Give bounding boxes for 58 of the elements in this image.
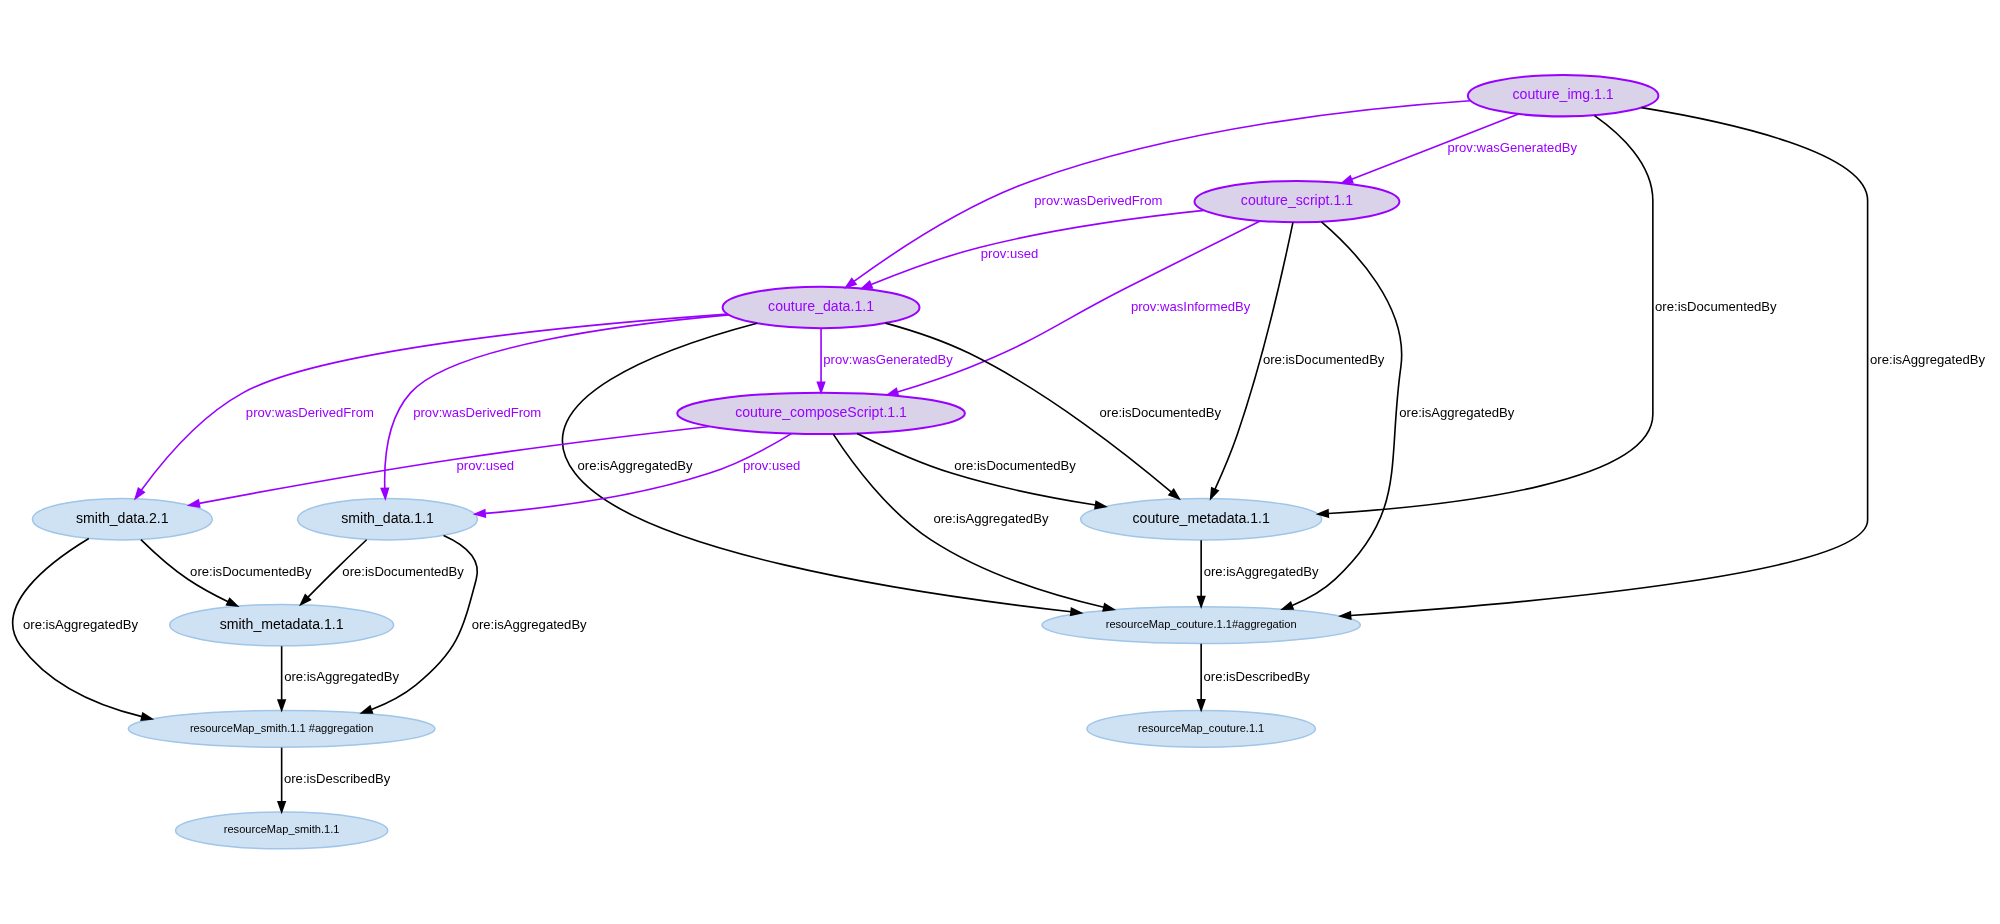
edge-label: ore:isDescribedBy — [1203, 669, 1310, 685]
edge-label: ore:isDocumentedBy — [1262, 351, 1385, 367]
edge-label: ore:isDocumentedBy — [1655, 298, 1777, 314]
edge-label: ore:isAggregatedBy — [933, 510, 1049, 526]
arrow — [856, 432, 1108, 510]
node-ellipse: resourceMap_smith.1.1 — [174, 811, 389, 850]
edge-label: ore:isDocumentedBy — [954, 457, 1076, 473]
edge-label: ore:isDescribedBy — [283, 771, 391, 787]
arrow — [11, 537, 155, 722]
arrow — [277, 746, 287, 815]
edge-label: prov:wasDerivedFrom — [1034, 193, 1163, 209]
edge-label: ore:isAggregatedBy — [23, 616, 139, 632]
edge-label: ore:isDocumentedBy — [1099, 404, 1222, 420]
arrow — [1196, 539, 1206, 609]
arrow — [885, 220, 1261, 397]
arrow — [884, 322, 1181, 501]
edge-label: ore:isAggregatedBy — [1203, 563, 1319, 579]
arrow — [1315, 114, 1654, 519]
arrow — [843, 100, 1472, 289]
edge-label: prov:used — [456, 457, 515, 473]
arrow — [1280, 221, 1403, 610]
node-ellipse: couture_script.1.1 — [1193, 179, 1401, 224]
edge-label: prov:wasGeneratedBy — [823, 351, 953, 367]
edge-label: prov:wasDerivedFrom — [413, 404, 542, 420]
edge-label: ore:isAggregatedBy — [1399, 404, 1515, 420]
arrow — [277, 645, 287, 713]
arrow — [1209, 221, 1294, 501]
node-ellipse: couture_data.1.1 — [721, 285, 921, 330]
edge-label: ore:isDocumentedBy — [342, 563, 464, 579]
edge-label: ore:isAggregatedBy — [471, 616, 587, 632]
edge-label: prov:used — [980, 245, 1039, 261]
arrow — [561, 322, 1084, 617]
node-ellipse: smith_data.1.1 — [296, 497, 479, 541]
edge-label: ore:isAggregatedBy — [284, 669, 400, 685]
arrow — [859, 209, 1205, 290]
edge-label: ore:isAggregatedBy — [577, 457, 693, 473]
node-ellipse: couture_img.1.1 — [1466, 74, 1660, 118]
arrow — [140, 538, 240, 608]
edge-label: prov:wasGeneratedBy — [1447, 140, 1577, 156]
arrow — [832, 433, 1117, 612]
arrow — [1338, 106, 1869, 621]
arrow — [359, 534, 478, 714]
edge-label: prov:used — [742, 457, 801, 473]
arrow — [186, 425, 711, 508]
arrow — [816, 327, 826, 395]
edge-label: ore:isAggregatedBy — [1870, 351, 1986, 367]
edge-label: prov:wasDerivedFrom — [245, 404, 374, 420]
arrow — [1339, 113, 1520, 184]
node-ellipse: couture_composeScript.1.1 — [676, 391, 966, 436]
edge-label: prov:wasInformedBy — [1130, 298, 1251, 314]
arrow — [299, 538, 368, 607]
arrow — [133, 313, 729, 501]
arrow — [1196, 643, 1206, 713]
arrow — [380, 314, 730, 501]
node-ellipse: resourceMap_couture.1.1 — [1086, 709, 1317, 748]
arrow — [472, 432, 793, 518]
node-ellipse: smith_metadata.1.1 — [168, 603, 395, 647]
edge-label: ore:isDocumentedBy — [190, 563, 312, 579]
